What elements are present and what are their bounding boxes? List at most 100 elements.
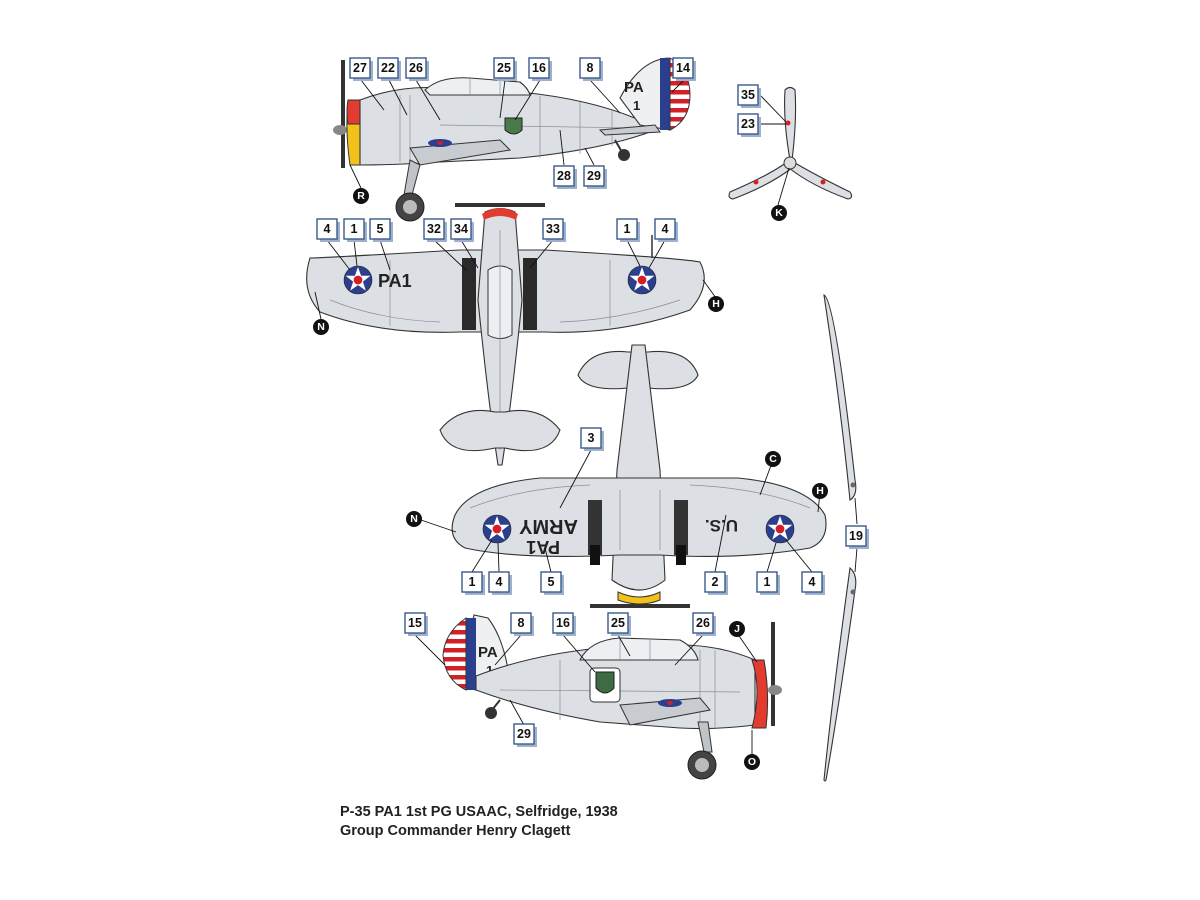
svg-text:15: 15 bbox=[408, 616, 422, 630]
callouts-under-view: 3 1 4 5 2 1 4 bbox=[461, 427, 825, 595]
fin-code-bottom: PA bbox=[478, 644, 498, 661]
tailplane-upper bbox=[439, 409, 561, 452]
svg-text:1: 1 bbox=[624, 222, 631, 236]
svg-text:32: 32 bbox=[427, 222, 441, 236]
svg-text:22: 22 bbox=[381, 61, 395, 75]
svg-text:16: 16 bbox=[556, 616, 570, 630]
squadron-emblem-right bbox=[595, 671, 615, 694]
svg-text:8: 8 bbox=[518, 616, 525, 630]
callout-16: 16 bbox=[528, 57, 552, 81]
svg-text:14: 14 bbox=[676, 61, 690, 75]
caption-line-2: Group Commander Henry Clagett bbox=[340, 823, 571, 839]
wing-lower bbox=[451, 477, 827, 558]
fin-code-top: PA bbox=[624, 79, 644, 96]
callouts-propeller: 35 23 bbox=[737, 84, 761, 137]
svg-text:1: 1 bbox=[351, 222, 358, 236]
svg-text:35: 35 bbox=[741, 88, 755, 102]
callout-4: 4 bbox=[801, 571, 825, 595]
svg-text:N: N bbox=[410, 513, 418, 525]
svg-text:34: 34 bbox=[454, 222, 468, 236]
svg-text:O: O bbox=[748, 756, 756, 768]
svg-text:1: 1 bbox=[469, 575, 476, 589]
callout-32: 32 bbox=[423, 218, 447, 242]
callout-27: 27 bbox=[349, 57, 373, 81]
svg-text:25: 25 bbox=[611, 616, 625, 630]
prop-blade-right bbox=[788, 159, 853, 200]
callout-8: 8 bbox=[510, 612, 534, 636]
svg-text:4: 4 bbox=[662, 222, 669, 236]
svg-text:J: J bbox=[734, 623, 740, 635]
svg-text:19: 19 bbox=[849, 529, 863, 543]
callout-4: 4 bbox=[316, 218, 340, 242]
under-wing-pa1: PA1 bbox=[526, 537, 560, 557]
svg-text:27: 27 bbox=[353, 61, 367, 75]
svg-text:4: 4 bbox=[324, 222, 331, 236]
caption-line-1: P-35 PA1 1st PG USAAC, Selfridge, 1938 bbox=[340, 804, 618, 820]
prop-blade-left bbox=[728, 159, 793, 200]
letter-marker-j: J bbox=[729, 621, 745, 637]
callout-4: 4 bbox=[654, 218, 678, 242]
svg-text:H: H bbox=[816, 485, 824, 497]
callout-1: 1 bbox=[461, 571, 485, 595]
callout-14: 14 bbox=[672, 57, 696, 81]
svg-text:26: 26 bbox=[696, 616, 710, 630]
side-profile-left-facing: PA 1 bbox=[333, 57, 691, 222]
svg-text:5: 5 bbox=[377, 222, 384, 236]
callouts-plan-view: 4 1 5 32 34 33 1 4 bbox=[316, 218, 678, 242]
letter-marker-h: H bbox=[708, 296, 724, 312]
callout-22: 22 bbox=[377, 57, 401, 81]
letter-marker-n: N bbox=[313, 319, 329, 335]
wing-code-upper: PA1 bbox=[378, 271, 412, 291]
callout-28: 28 bbox=[553, 165, 577, 189]
plan-view-lower: ARMY PA1 U.S. bbox=[451, 344, 827, 608]
wing-cross-section bbox=[823, 294, 857, 782]
callout-25: 25 bbox=[493, 57, 517, 81]
svg-text:3: 3 bbox=[588, 431, 595, 445]
svg-text:R: R bbox=[357, 190, 365, 202]
callout-19: 19 bbox=[845, 525, 869, 549]
fin-number-top: 1 bbox=[633, 98, 640, 113]
svg-text:2: 2 bbox=[712, 575, 719, 589]
svg-text:25: 25 bbox=[497, 61, 511, 75]
svg-text:4: 4 bbox=[809, 575, 816, 589]
svg-text:K: K bbox=[775, 207, 783, 219]
callout-29: 29 bbox=[513, 723, 537, 747]
svg-text:5: 5 bbox=[548, 575, 555, 589]
callouts-top-profile: 27 22 26 25 16 8 14 28 29 bbox=[349, 57, 696, 189]
wing-section-upper bbox=[823, 294, 857, 501]
callout-35: 35 bbox=[737, 84, 761, 108]
callout-25: 25 bbox=[607, 612, 631, 636]
letter-marker-c: C bbox=[765, 451, 781, 467]
callout-26: 26 bbox=[405, 57, 429, 81]
svg-text:28: 28 bbox=[557, 169, 571, 183]
svg-text:4: 4 bbox=[496, 575, 503, 589]
callout-2: 2 bbox=[704, 571, 728, 595]
svg-text:N: N bbox=[317, 321, 325, 333]
callouts-bottom-profile: 15 8 16 25 26 29 bbox=[404, 612, 716, 747]
callout-5: 5 bbox=[369, 218, 393, 242]
squadron-emblem bbox=[504, 117, 523, 135]
svg-text:29: 29 bbox=[587, 169, 601, 183]
canopy-right bbox=[579, 637, 699, 661]
callout-5: 5 bbox=[540, 571, 564, 595]
wing-section-lower bbox=[823, 566, 857, 782]
svg-text:C: C bbox=[769, 453, 777, 465]
svg-text:16: 16 bbox=[532, 61, 546, 75]
callouts-wing-section: 19 bbox=[845, 525, 869, 549]
svg-text:8: 8 bbox=[587, 61, 594, 75]
svg-text:H: H bbox=[712, 298, 720, 310]
svg-text:23: 23 bbox=[741, 117, 755, 131]
letter-marker-k: K bbox=[771, 205, 787, 221]
svg-text:1: 1 bbox=[764, 575, 771, 589]
leader-lines bbox=[314, 79, 858, 755]
plan-view-upper: PA1 bbox=[306, 203, 705, 466]
callout-34: 34 bbox=[450, 218, 474, 242]
callout-16: 16 bbox=[552, 612, 576, 636]
callout-23: 23 bbox=[737, 113, 761, 137]
under-wing-us: U.S. bbox=[705, 516, 738, 535]
propeller-detail bbox=[728, 86, 853, 200]
callout-26: 26 bbox=[692, 612, 716, 636]
letter-marker-h: H bbox=[812, 483, 828, 499]
callout-1: 1 bbox=[756, 571, 780, 595]
